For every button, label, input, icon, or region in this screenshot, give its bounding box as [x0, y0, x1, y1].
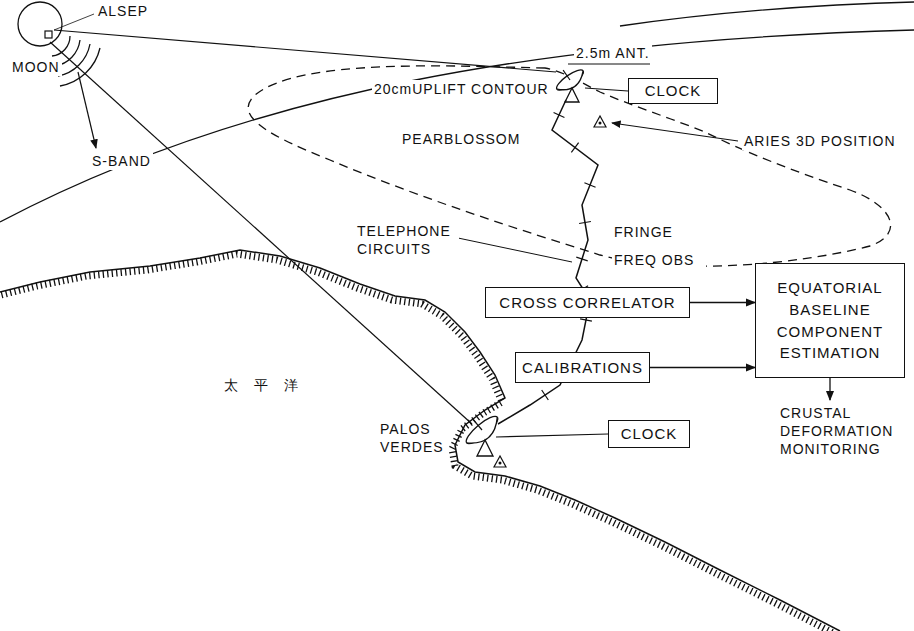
- arrow: [78, 72, 96, 148]
- antenna-dish: [458, 406, 504, 456]
- moon-circle: [18, 2, 62, 46]
- pole-tick: [554, 112, 565, 117]
- contour-label: 20cmUPLIFT CONTOUR: [372, 80, 551, 98]
- coastline: [0, 250, 840, 631]
- pole-tick: [584, 183, 595, 187]
- dimension-label: 2.5m ANT.: [574, 44, 652, 62]
- box-text: CROSS CORRELATOR: [499, 292, 675, 314]
- clock-box: CLOCK: [608, 420, 690, 448]
- antenna-dish: [550, 61, 588, 102]
- survey-mark: [494, 456, 506, 467]
- box-text: EQUATORIAL BASELINE COMPONENT ESTIMATION: [764, 277, 896, 364]
- pole-tick: [580, 319, 592, 321]
- box-text: CALIBRATIONS: [522, 357, 643, 379]
- process-box: CROSS CORRELATOR: [485, 287, 690, 318]
- process-box: CALIBRATIONS: [515, 352, 650, 383]
- edge-label: FRINGE FREQ OBS: [612, 218, 706, 274]
- signal-path: [54, 30, 556, 72]
- clock-box: CLOCK: [628, 78, 718, 104]
- pole-tick: [576, 257, 587, 261]
- arrow: [829, 378, 830, 400]
- pole-tick: [579, 221, 591, 223]
- part-label: TELEPHONE CIRCUITS: [355, 222, 459, 258]
- place-label: PEARBLOSSOM: [400, 130, 522, 148]
- survey-mark: [594, 116, 606, 127]
- clock-link: [585, 88, 628, 91]
- part-label: ARIES 3D POSITION: [742, 132, 898, 150]
- arrow: [612, 123, 738, 141]
- place-label: MOON: [10, 58, 62, 76]
- connector-arrow: [650, 367, 755, 368]
- box-text: CLOCK: [621, 423, 678, 445]
- earth-limb: [620, 2, 914, 26]
- part-label: ALSEP: [96, 2, 150, 20]
- coast-hatching: [0, 254, 837, 631]
- sea-label: 太平洋: [222, 376, 316, 394]
- connector-arrow: [690, 302, 755, 303]
- output-label: CRUSTAL DEFORMATION MONITORING: [778, 404, 906, 459]
- leader-line: [54, 14, 94, 30]
- leader-line: [458, 238, 572, 262]
- place-label: PALOS VERDES: [378, 420, 444, 456]
- process-box: EQUATORIAL BASELINE COMPONENT ESTIMATION: [755, 263, 905, 378]
- clock-link: [496, 434, 608, 437]
- box-text: CLOCK: [645, 80, 702, 102]
- pole-tick: [571, 143, 578, 153]
- alsep-symbol: [45, 31, 52, 38]
- uplift-contour: [248, 66, 890, 266]
- pole-tick: [542, 390, 549, 400]
- earth-limb: [0, 30, 914, 222]
- dimension-line: [568, 64, 650, 65]
- signal-label: S-BAND: [90, 152, 153, 170]
- signal-path: [50, 42, 472, 424]
